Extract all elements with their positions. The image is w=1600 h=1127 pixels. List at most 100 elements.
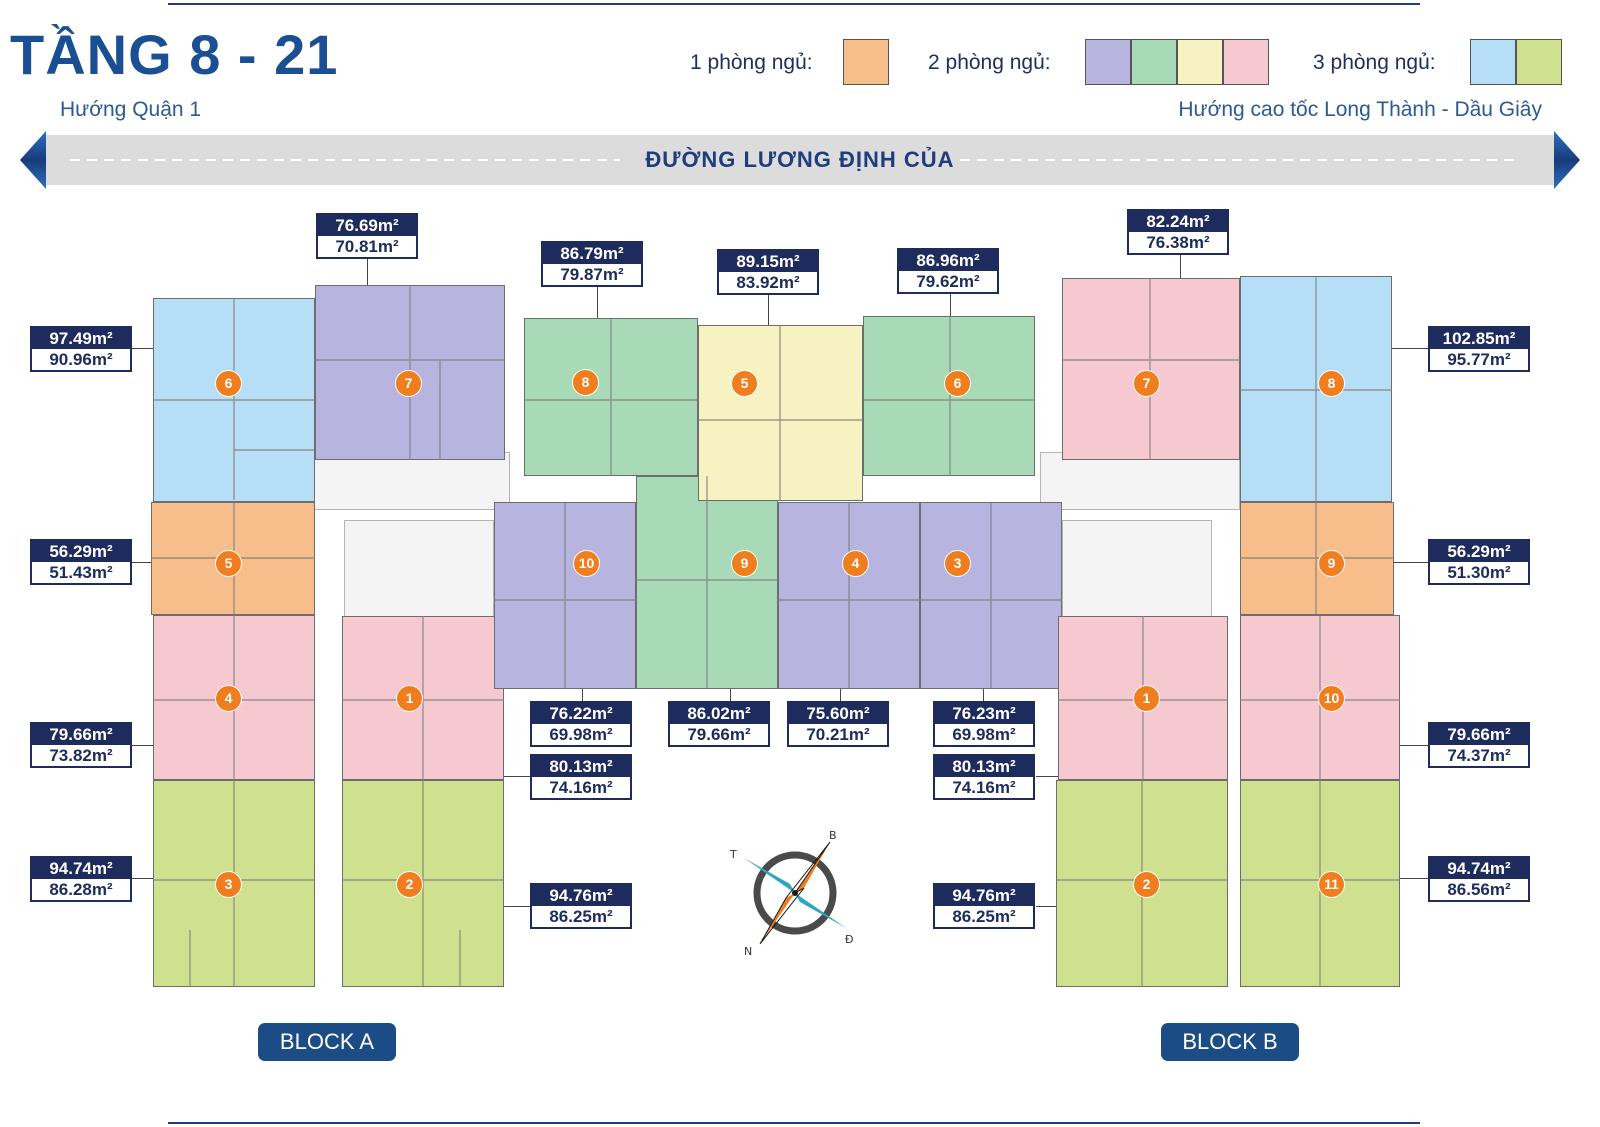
- area-net-b8: 95.77m²: [1447, 350, 1511, 369]
- block-a-upper-corridor: [310, 452, 510, 510]
- unit-number-a6: 6: [215, 370, 242, 397]
- floor-title: TẦNG 8 - 21: [10, 23, 339, 86]
- leader-b9: [1394, 562, 1428, 563]
- unit-number-b2: 2: [1133, 871, 1160, 898]
- area-gross-c5: 89.15m²: [719, 251, 817, 272]
- area-net-c5: 83.92m²: [736, 273, 800, 292]
- area-gross-b11: 94.74m²: [1430, 858, 1528, 879]
- unit-number-b4: 4: [842, 550, 869, 577]
- leader-a3: [131, 878, 153, 879]
- unit-number-c5: 5: [731, 370, 758, 397]
- unit-number-a9: 9: [731, 550, 758, 577]
- unit-number-a3: 3: [215, 871, 242, 898]
- area-net-b3: 69.98m²: [952, 725, 1016, 744]
- leader-b1: [1036, 776, 1058, 777]
- area-gross-b9: 56.29m²: [1430, 541, 1528, 562]
- leader-c6: [950, 292, 951, 316]
- leader-b10: [1400, 745, 1428, 746]
- area-net-a5: 51.43m²: [49, 563, 113, 582]
- unit-number-b3: 3: [944, 550, 971, 577]
- area-gross-c6: 86.96m²: [899, 250, 997, 271]
- legend-swatch-three-bed-blue: [1470, 39, 1516, 85]
- bottom-border-line: [168, 1122, 1420, 1124]
- unit-number-c6: 6: [944, 370, 971, 397]
- unit-number-a7: 7: [395, 370, 422, 397]
- leader-b4: [840, 689, 841, 703]
- leader-a4: [131, 745, 153, 746]
- area-gross-a4: 79.66m²: [32, 724, 130, 745]
- leader-a9: [730, 689, 731, 703]
- area-gross-a9: 86.02m²: [670, 703, 768, 724]
- compass-rose-icon: B N Đ T: [730, 829, 854, 958]
- area-net-b9: 51.30m²: [1447, 563, 1511, 582]
- unit-b7[interactable]: [1062, 278, 1240, 460]
- area-net-a2: 86.25m²: [549, 907, 613, 926]
- area-net-a3: 86.28m²: [49, 880, 113, 899]
- leader-a2: [504, 906, 530, 907]
- area-gross-a7: 76.69m²: [318, 215, 416, 236]
- unit-number-b8: 8: [1318, 370, 1345, 397]
- area-gross-a5: 56.29m²: [32, 541, 130, 562]
- legend-swatch-two-bed-green: [1131, 39, 1177, 85]
- area-net-b11: 86.56m²: [1447, 880, 1511, 899]
- road-arrow-right-icon: [1554, 131, 1580, 189]
- area-net-b1: 74.16m²: [952, 778, 1016, 797]
- unit-number-b7: 7: [1133, 370, 1160, 397]
- area-net-b4: 70.21m²: [806, 725, 870, 744]
- area-net-a7: 70.81m²: [335, 237, 399, 256]
- road-name: ĐƯỜNG LƯƠNG ĐỊNH CỦA: [645, 147, 955, 172]
- legend-swatch-one-bed: [843, 39, 889, 85]
- block-a-button[interactable]: BLOCK A: [258, 1023, 396, 1061]
- unit-number-b11: 11: [1318, 871, 1345, 898]
- area-gross-b1: 80.13m²: [935, 756, 1033, 777]
- leader-b8: [1392, 348, 1428, 349]
- unit-number-a1: 1: [396, 685, 423, 712]
- area-gross-b8: 102.85m²: [1430, 328, 1528, 349]
- area-gross-a3: 94.74m²: [32, 858, 130, 879]
- unit-number-b10: 10: [1318, 685, 1345, 712]
- unit-number-a4: 4: [215, 685, 242, 712]
- compass-s-label: N: [744, 945, 752, 958]
- area-net-a10: 69.98m²: [549, 725, 613, 744]
- area-gross-b2: 94.76m²: [935, 885, 1033, 906]
- legend-one-bed-label: 1 phòng ngủ:: [690, 51, 813, 74]
- legend-swatch-two-bed-yellow: [1177, 39, 1223, 85]
- legend-swatch-two-bed-purple: [1085, 39, 1131, 85]
- area-gross-b4: 75.60m²: [789, 703, 887, 724]
- area-net-a1: 74.16m²: [549, 778, 613, 797]
- leader-c5: [768, 293, 769, 325]
- area-gross-b7: 82.24m²: [1129, 211, 1227, 232]
- block-b-elevator-core: [1062, 520, 1212, 624]
- compass-e-label: Đ: [845, 933, 854, 946]
- area-net-b10: 74.37m²: [1447, 746, 1511, 765]
- legend-swatch-three-bed-lime: [1516, 39, 1562, 85]
- area-gross-a8: 86.79m²: [543, 243, 641, 264]
- area-net-a9: 79.66m²: [687, 725, 751, 744]
- area-net-b7: 76.38m²: [1146, 233, 1210, 252]
- area-net-b2: 86.25m²: [952, 907, 1016, 926]
- area-gross-a10: 76.22m²: [532, 703, 630, 724]
- unit-number-b1: 1: [1133, 685, 1160, 712]
- leader-a10: [582, 689, 583, 703]
- leader-b7: [1180, 253, 1181, 278]
- leader-a7: [367, 257, 368, 285]
- direction-left-label: Hướng Quận 1: [60, 98, 202, 121]
- road-arrow-left-icon: [20, 131, 46, 189]
- leader-a8: [597, 285, 598, 318]
- block-b-button[interactable]: BLOCK B: [1161, 1023, 1299, 1061]
- unit-c6[interactable]: [863, 316, 1035, 476]
